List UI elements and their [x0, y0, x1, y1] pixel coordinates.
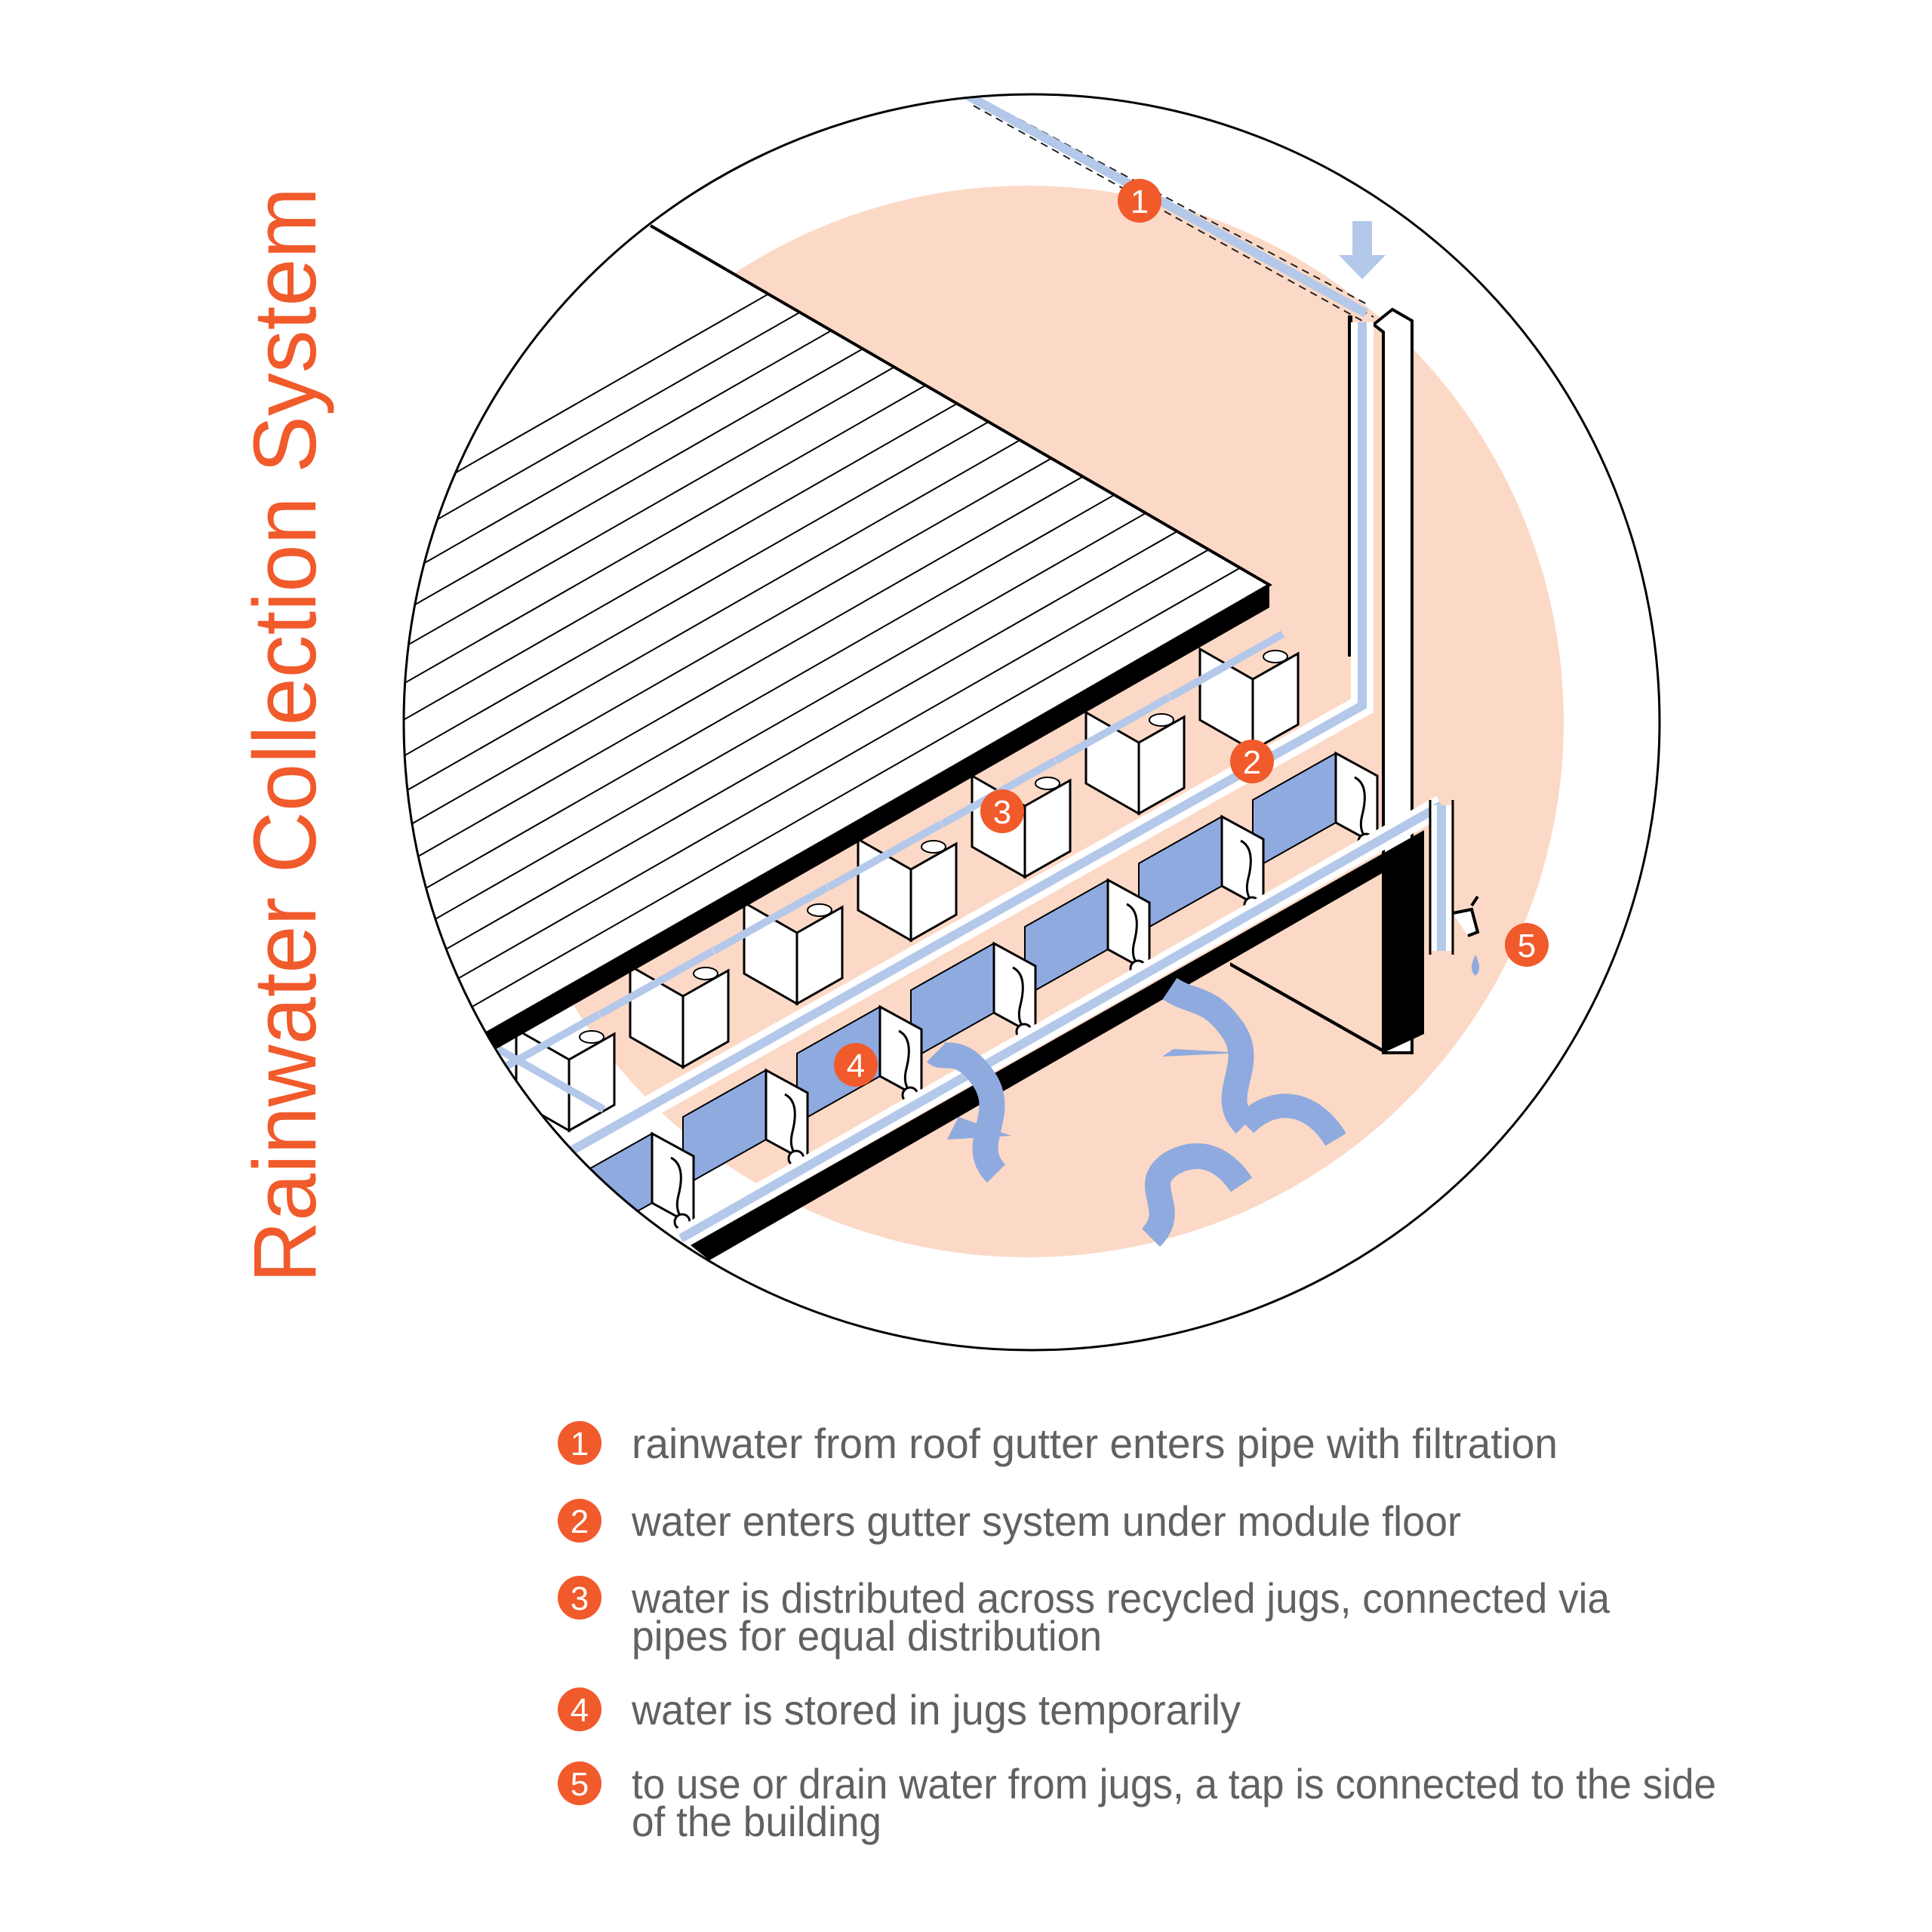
storage-box [404, 1091, 457, 1196]
deck-plank-line [404, 470, 1269, 1041]
legend-number: 3 [571, 1580, 589, 1617]
legend-number: 1 [571, 1426, 589, 1463]
jug-handle [1012, 966, 1026, 1029]
jug-opening [807, 903, 832, 917]
callout-marker-1: 1 [1118, 179, 1161, 223]
detail-circle [402, 93, 1661, 1352]
callout-marker-4: 4 [834, 1043, 878, 1087]
arrow-head-icon [1162, 1049, 1241, 1057]
deck-plank-line [404, 543, 1269, 1041]
deck-plank-line [404, 506, 1269, 1041]
legend-item-2: 2 water enters gutter system under module… [558, 1497, 1461, 1545]
distribution-pipe [712, 884, 829, 955]
deck-plank-line [404, 226, 1269, 641]
distribution-pipe [598, 947, 715, 1018]
legend-item-1: 1 rainwater from roof gutter enters pipe … [558, 1420, 1558, 1467]
callout-circle [1118, 179, 1161, 223]
distribution-pipe [404, 1074, 488, 1145]
callout-circle [834, 1043, 878, 1087]
legend-marker [558, 1499, 601, 1543]
legend-text: pipes for equal distribution [632, 1612, 1102, 1660]
jug-opening [579, 1030, 605, 1044]
diagram-markers: 1 2 3 4 5 [834, 179, 1549, 1087]
roof-gutter-flow [956, 94, 1368, 318]
legend-text: rainwater from roof gutter enters pipe w… [632, 1420, 1558, 1467]
jug-opening [693, 967, 718, 980]
callout-marker-2: 2 [1230, 740, 1274, 783]
legend-item-4: 4 water is stored in jugs temporarily [558, 1686, 1241, 1734]
legend-marker [558, 1421, 601, 1465]
callout-number: 4 [847, 1048, 865, 1084]
jug-opening [1263, 650, 1288, 663]
jug-opening [1035, 777, 1060, 790]
base-leg [1383, 838, 1424, 1053]
callout-circle [980, 789, 1024, 833]
water-jug-side [537, 1195, 581, 1291]
deck-plank-line [404, 434, 1269, 1039]
legend-text: to use or drain water from jugs, a tap i… [632, 1760, 1716, 1807]
distribution-pipe [826, 820, 943, 891]
base-beam [691, 830, 1424, 1260]
jug-opening [1149, 713, 1174, 727]
jug-handle [1240, 839, 1254, 903]
storage-box [568, 1032, 616, 1133]
storage-box [454, 1095, 502, 1196]
jug-opening [921, 840, 946, 854]
jug-valve-icon [559, 1276, 577, 1294]
deck-plank-line [404, 226, 1269, 713]
water-drop-icon [1472, 955, 1479, 976]
callout-circle [1505, 923, 1549, 967]
callout-number: 2 [1243, 744, 1261, 781]
legend-number: 2 [571, 1503, 589, 1540]
deck-plank-line [404, 226, 1269, 605]
callout-number: 3 [993, 794, 1011, 831]
deck-plank-line [404, 226, 1269, 677]
legend-text: water enters gutter system under module … [631, 1497, 1461, 1545]
arrow-head-icon [947, 1117, 1011, 1140]
callout-circle [1230, 740, 1274, 783]
base-leg-side [1230, 962, 1383, 1053]
legend-marker [558, 1687, 601, 1731]
legend-marker [558, 1576, 601, 1620]
jug-handle [1126, 903, 1140, 966]
callout-marker-3: 3 [980, 789, 1024, 833]
legend-marker [558, 1761, 601, 1805]
jug-handle [898, 1029, 912, 1093]
legend-text: of the building [632, 1798, 881, 1845]
legend-text: water is stored in jugs temporarily [631, 1686, 1241, 1734]
jug-handle [1354, 776, 1367, 839]
distribution-pipe [1168, 630, 1285, 701]
legend-text: water is distributed across recycled jug… [631, 1574, 1611, 1622]
callout-number: 1 [1131, 183, 1149, 220]
distribution-pipe [1054, 694, 1171, 764]
legend-number: 4 [571, 1692, 589, 1729]
callout-marker-5: 5 [1505, 923, 1549, 967]
down-arrow-icon [1339, 221, 1386, 279]
legend-number: 5 [571, 1766, 589, 1803]
jug-opening [465, 1094, 491, 1107]
module-floor-deck [404, 224, 1272, 1057]
legend-item-3: 3 water is distributed across recycled ju… [558, 1574, 1611, 1660]
water-jug [454, 1195, 539, 1315]
diagram-title: Rainwater Collection System [235, 187, 335, 1283]
jug-handle [670, 1156, 684, 1220]
tap-icon [1452, 895, 1480, 937]
legend: 1 rainwater from roof gutter enters pipe … [558, 1420, 1716, 1845]
pipes [496, 322, 1454, 1248]
illustration [404, 94, 1564, 1315]
deck-plank-line [404, 398, 1269, 1003]
jug-handle [556, 1220, 570, 1283]
callout-number: 5 [1518, 928, 1536, 964]
jug-handle [784, 1093, 798, 1156]
legend-item-5: 5 to use or drain water from jugs, a tap … [558, 1760, 1716, 1845]
